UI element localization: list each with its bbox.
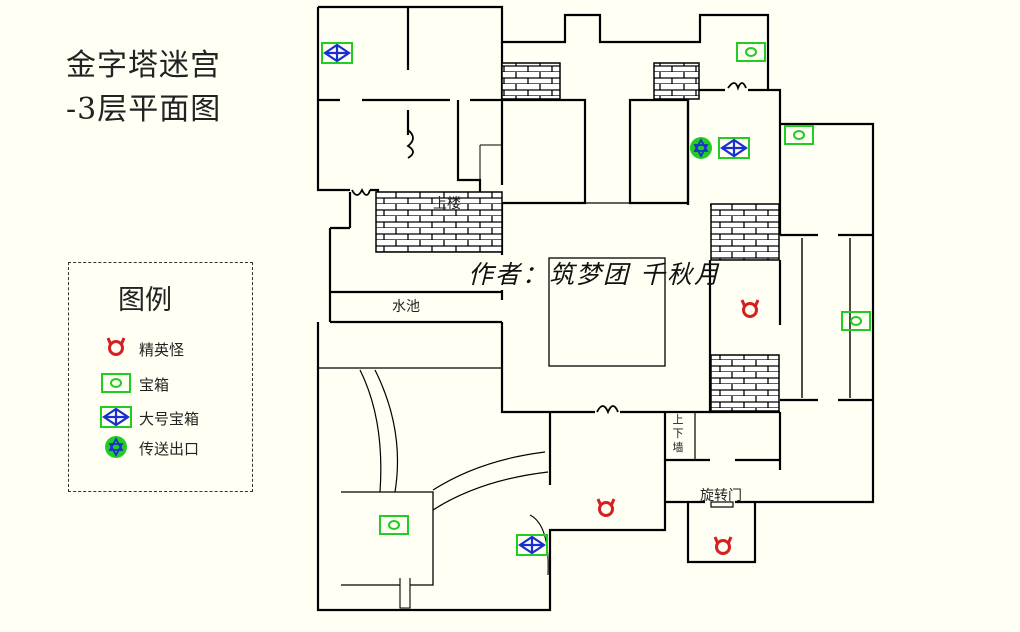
teleport-exit-icon — [105, 436, 127, 458]
walls — [316, 5, 875, 612]
elite-monsters — [596, 299, 760, 555]
large-treasure-chest-icon — [516, 534, 548, 556]
large-treasure-chest-icon — [718, 137, 750, 159]
treasure-chest-icon — [101, 373, 131, 393]
treasure-chests — [379, 42, 871, 535]
large-treasure-chest-icon — [321, 42, 353, 64]
brick-walls — [375, 62, 780, 412]
treasure-chest-icon — [379, 515, 409, 535]
doors — [351, 82, 747, 415]
elite-monster-icon — [713, 536, 733, 555]
map-title-line2: -3层平面图 — [66, 92, 222, 127]
legend-label-teleport-exit: 传送出口 — [139, 440, 200, 458]
legend-panel — [68, 262, 253, 492]
map-title-line1: 金字塔迷宫 — [66, 48, 221, 83]
elite-monster-icon — [106, 337, 126, 356]
large-chests — [321, 42, 750, 556]
legend-label-treasure-chest: 宝箱 — [139, 376, 170, 394]
revolving-door-label: 旋转门 — [700, 488, 742, 504]
elite-monster-icon — [596, 498, 616, 517]
up-down-wall-label: 上下墙 — [672, 413, 684, 454]
legend-label-large-chest: 大号宝箱 — [139, 410, 200, 428]
upstairs-label: 上楼 — [433, 196, 461, 212]
treasure-chest-icon — [841, 311, 871, 331]
treasure-chest-icon — [736, 42, 766, 62]
legend-title: 图例 — [118, 285, 172, 316]
elite-monster-icon — [740, 299, 760, 318]
legend-label-elite-monster: 精英怪 — [139, 341, 185, 359]
teleport-exit-icon — [690, 137, 712, 159]
pool-label: 水池 — [392, 299, 420, 315]
author-credit: 作者：筑梦团 千秋月 — [468, 260, 721, 289]
legend-icons — [100, 337, 132, 458]
treasure-chest-icon — [784, 125, 814, 145]
large-treasure-chest-icon — [100, 406, 132, 428]
